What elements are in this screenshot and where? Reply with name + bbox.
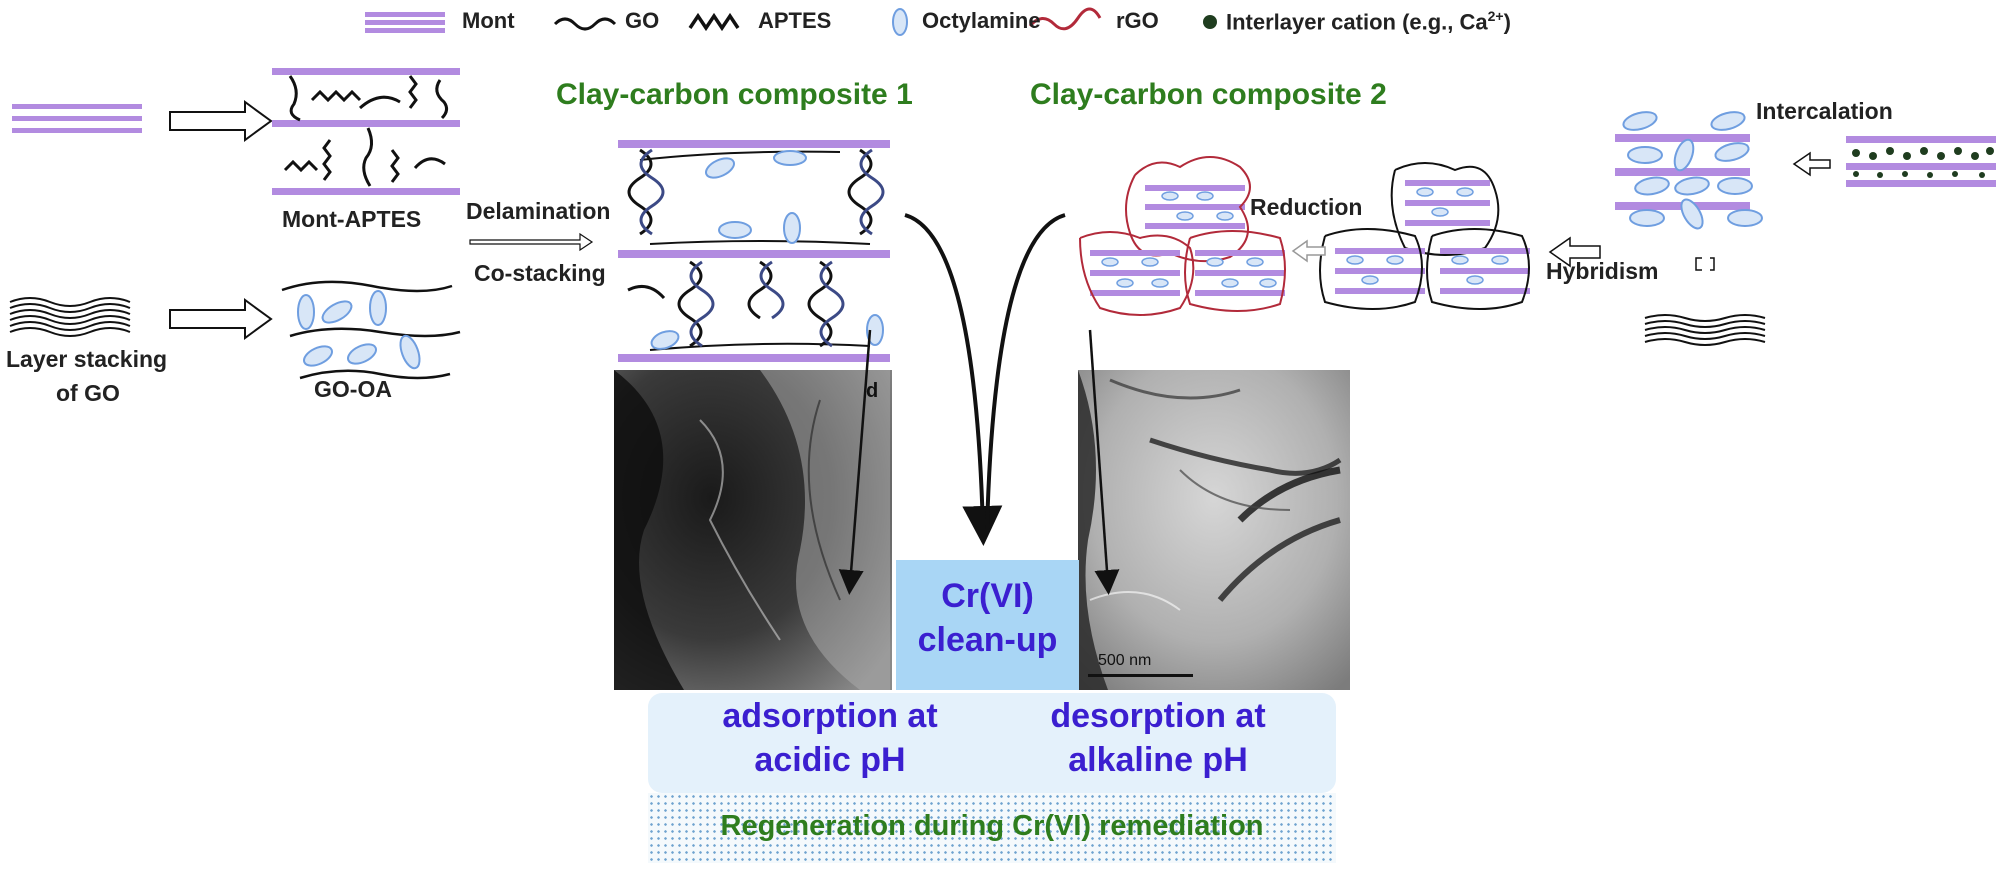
layer-stacking-label-2: of GO	[56, 380, 120, 406]
regeneration-label: Regeneration during Cr(VI) remediation	[720, 810, 1264, 842]
legend-octylamine-label: Octylamine	[922, 8, 1041, 33]
arrow-into-tem-1	[838, 329, 872, 595]
reduction-arrow	[1291, 239, 1326, 263]
mont-aptes-label: Mont-APTES	[282, 206, 422, 232]
go-oa-schematic	[281, 280, 461, 380]
intercalation-arrow	[1792, 151, 1831, 177]
composite-1-title: Clay-carbon composite 1	[556, 78, 913, 111]
legend-go-label: GO	[625, 8, 660, 33]
tem-panel-letter: d	[866, 380, 879, 402]
cr-cleanup-line2: clean-up	[917, 621, 1058, 659]
go-stack-small	[1644, 314, 1766, 346]
delamination-arrow	[469, 232, 594, 252]
composite-1-schematic	[618, 140, 890, 362]
reduction-label: Reduction	[1250, 194, 1363, 220]
mont-aptes-schematic	[272, 68, 460, 195]
intercalation-label: Intercalation	[1756, 98, 1893, 124]
legend-mont-icon	[365, 12, 445, 33]
mont-stack-raw	[12, 104, 142, 133]
tem-scale-label: 500 nm	[1098, 652, 1152, 669]
cr-cleanup-line1: Cr(VI)	[941, 577, 1034, 615]
tem-image-composite-1	[614, 370, 892, 690]
arrow-composite1-to-cleanup	[904, 213, 1003, 546]
scale-bar	[1088, 674, 1193, 677]
adsorption-line2: acidic pH	[754, 741, 906, 779]
legend-aptes-icon	[688, 12, 740, 32]
legend-rgo-label: rGO	[1116, 8, 1159, 33]
delamination-label: Delamination	[466, 198, 611, 224]
tem-image-composite-2	[1078, 370, 1350, 690]
regeneration-band	[648, 793, 1336, 863]
desorption-text: desorption at alkaline pH	[1018, 694, 1298, 782]
adsorption-line1: adsorption at	[722, 697, 938, 735]
legend-go-icon	[553, 17, 617, 31]
intercalated-mont-stack	[1615, 111, 1763, 230]
hollow-arrow-go	[169, 298, 273, 340]
legend-cation-label: Interlayer cation (e.g., Ca2+)	[1226, 8, 1511, 35]
legend-rgo-icon	[1028, 7, 1102, 31]
legend-aptes-label: APTES	[758, 8, 832, 33]
adsorption-text: adsorption at acidic pH	[700, 694, 960, 782]
hybridism-label: Hybridism	[1546, 258, 1659, 284]
desorption-line2: alkaline pH	[1068, 741, 1248, 779]
go-oa-label: GO-OA	[314, 376, 392, 402]
legend-mont-label: Mont	[462, 8, 515, 33]
composite-2-schematic	[1079, 156, 1530, 316]
cr-cleanup-box: Cr(VI) clean-up	[896, 560, 1079, 690]
process-panel	[648, 693, 1336, 793]
hybridism-arrow	[1548, 236, 1601, 268]
legend-cation-icon	[1203, 15, 1217, 29]
arrow-composite2-to-cleanup	[985, 213, 1066, 531]
hollow-arrow-mont	[169, 100, 273, 142]
cation-mont-stack	[1846, 136, 1996, 187]
go-stack-icon	[9, 297, 131, 337]
composite-2-title: Clay-carbon composite 2	[1030, 78, 1387, 111]
co-stacking-label: Co-stacking	[474, 260, 606, 286]
hybridism-bracket	[1695, 257, 1715, 271]
arrow-into-tem-2	[1088, 329, 1120, 595]
desorption-line1: desorption at	[1050, 697, 1266, 735]
layer-stacking-label-1: Layer stacking	[6, 346, 168, 372]
legend-octylamine-icon	[892, 8, 908, 36]
